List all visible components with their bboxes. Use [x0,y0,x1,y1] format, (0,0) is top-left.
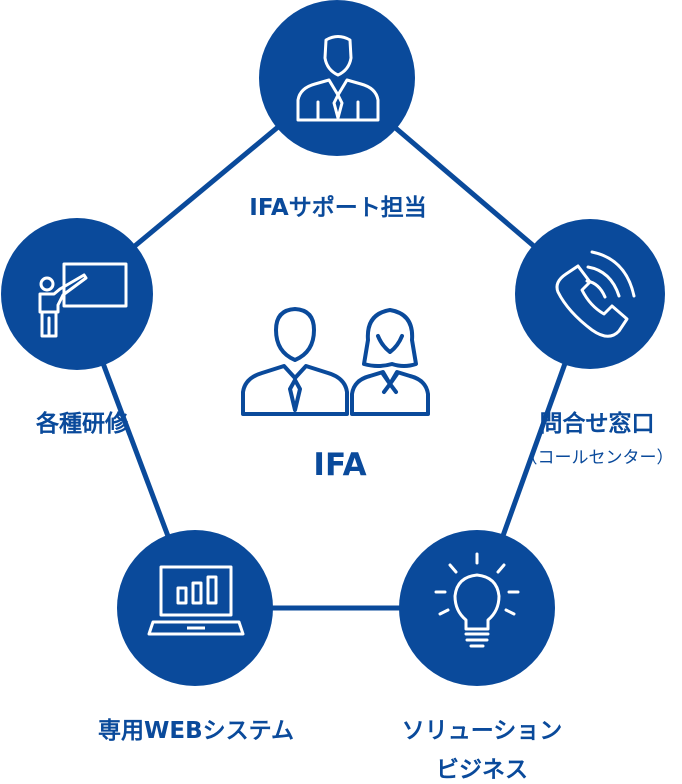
node-training-label: 各種研修 [36,411,128,437]
people-icon [241,307,430,416]
node-callcenter-sublabel: （コールセンター） [520,448,674,468]
businessman-icon [296,35,380,122]
node-solution-circle [399,530,555,686]
presentation-icon [38,262,128,338]
node-circles [1,0,665,686]
node-solution-label-line2: ビジネス [436,757,528,783]
node-system-label: 専用WEBシステム [98,718,294,744]
lightbulb-icon [434,552,520,648]
laptop-chart-icon [147,565,245,636]
node-system-circle [117,530,273,686]
node-callcenter-label: 問合せ窓口 [539,411,655,437]
node-training-circle [1,218,153,370]
center-label: IFA [313,447,367,483]
phone-icon [555,250,636,338]
node-support-circle [259,0,415,156]
node-support-label: IFAサポート担当 [249,195,427,221]
node-solution-label-line1: ソリューション [401,718,563,744]
node-callcenter-circle [515,219,665,369]
connector-lines [74,76,593,611]
